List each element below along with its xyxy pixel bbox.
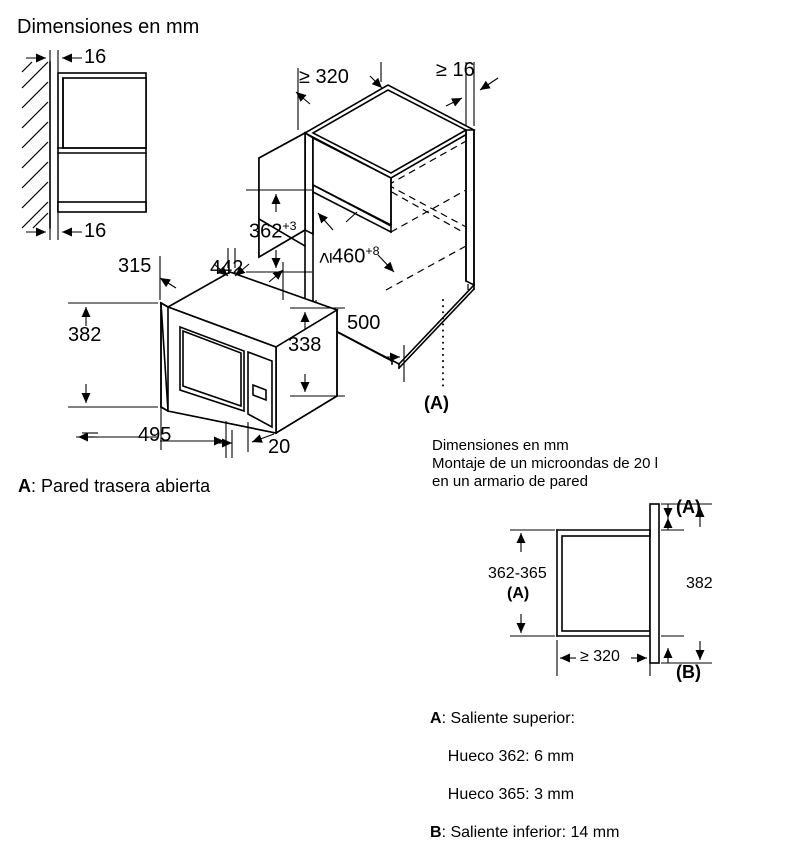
legend-row-tag: B xyxy=(430,823,442,841)
legend-row: Hueco 365: 3 mm xyxy=(430,786,619,805)
dimension-appliance-315: 315 xyxy=(118,255,152,277)
note-a-tag: A xyxy=(18,476,31,496)
legend-row: Hueco 362: 6 mm xyxy=(430,748,619,767)
drawing-sheet: Dimensiones en mm 16 16 ≥ 320 ≥ 16 362+3… xyxy=(17,16,713,841)
dimension-appliance-338: 338 xyxy=(288,334,322,356)
dimension-section-382: 382 xyxy=(686,575,713,592)
dimension-cabinet-height-362: 362+3 xyxy=(249,219,297,244)
dimension-appliance-442: 442 xyxy=(210,257,244,279)
legend-row-separator: : xyxy=(441,710,447,727)
legend-row: B: Saliente inferior: 14 mm xyxy=(430,824,619,843)
top-left-header: Dimensiones en mm xyxy=(17,16,200,38)
dimension-cabinet-side-16: ≥ 16 xyxy=(436,59,475,81)
dimension-appliance-20: 20 xyxy=(268,436,291,458)
bottom-right-header-line-2: Montaje de un microondas de 20 l xyxy=(432,455,658,472)
wall-hatching xyxy=(21,61,49,229)
legend-row-tag: A xyxy=(430,710,442,727)
callout-b-section-bottom: (B) xyxy=(676,662,701,682)
dimension-section-362-365: 362-365 xyxy=(488,565,547,582)
dimension-appliance-495: 495 xyxy=(138,424,172,446)
bottom-right-header-line-3: en un armario de pared xyxy=(432,473,588,490)
callout-a-section-top: (A) xyxy=(676,497,701,517)
wall-cabinet-isometric-view xyxy=(246,62,499,389)
dimension-appliance-382: 382 xyxy=(68,324,102,346)
dim-362-value: 362 xyxy=(249,220,283,243)
bottom-right-header-line-1: Dimensiones en mm xyxy=(432,437,569,454)
technical-drawing-canvas xyxy=(21,50,712,676)
wall-section-view xyxy=(21,50,147,240)
dimension-niche-460: ≥460+8 xyxy=(315,244,380,269)
dimension-cabinet-depth-320: ≥ 320 xyxy=(299,66,349,88)
note-pared-trasera: A: Pared trasera abierta xyxy=(18,476,210,497)
dimension-wall-bottom-16: 16 xyxy=(84,220,107,242)
legend-row-text: Saliente superior: xyxy=(446,710,575,727)
microwave-isometric-view xyxy=(68,248,345,458)
dimension-section-362-365-tag: (A) xyxy=(507,585,530,602)
legend-row-text: Hueco 362: 6 mm xyxy=(430,747,575,765)
note-a-separator: : xyxy=(31,476,37,496)
legend-row-text: Hueco 365: 3 mm xyxy=(430,785,575,803)
dimension-wall-top-16: 16 xyxy=(84,46,107,68)
callout-a-cabinet: (A) xyxy=(424,393,449,413)
dimension-cabinet-width-500: 500 xyxy=(347,312,381,334)
dim-460-value: 460 xyxy=(331,245,366,268)
dim-460-tolerance: +8 xyxy=(365,244,380,258)
dim-460-geq: ≥ xyxy=(314,251,337,263)
legend-row-text: Saliente inferior: 14 mm xyxy=(446,823,620,841)
side-section-view xyxy=(510,503,712,676)
legend-row: A: Saliente superior: xyxy=(430,710,619,729)
note-a-text: Pared trasera abierta xyxy=(41,476,211,496)
dimension-section-320: ≥ 320 xyxy=(580,648,620,665)
dim-362-tolerance: +3 xyxy=(282,219,297,233)
legend-block: A: Saliente superior: Hueco 362: 6 mm Hu… xyxy=(430,710,619,841)
